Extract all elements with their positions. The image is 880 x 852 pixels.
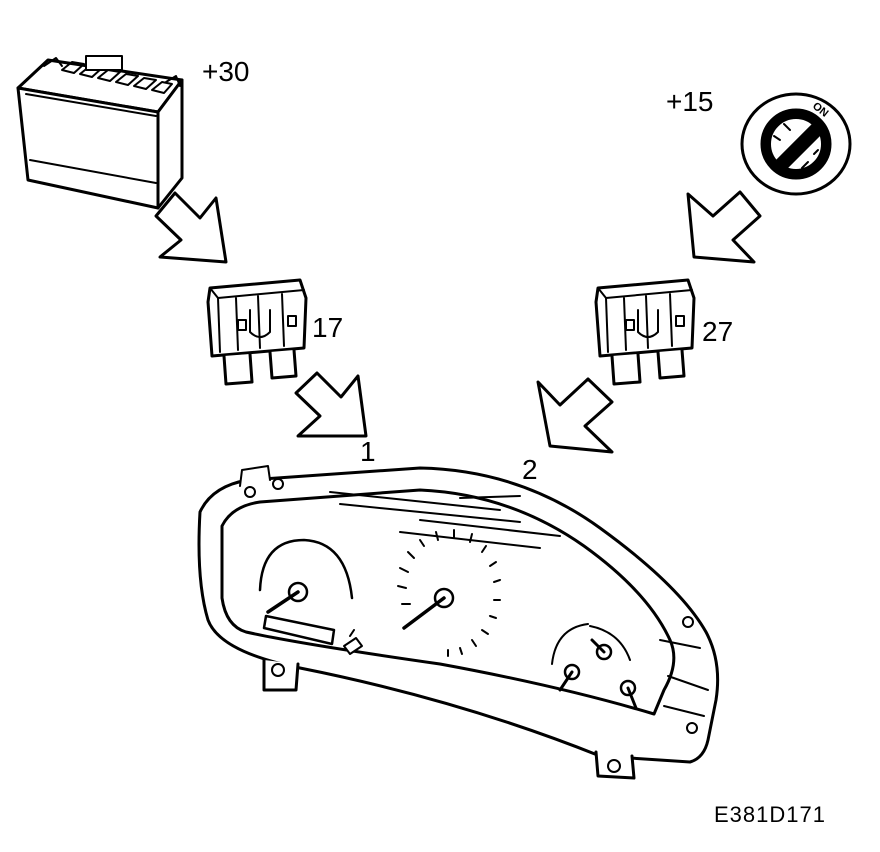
fuse-17-icon (206, 278, 308, 386)
fuse-17-label: 17 (312, 312, 344, 343)
battery-icon (16, 55, 184, 210)
arrow-ignition-to-fuse27 (686, 190, 762, 264)
figure-code: E381D171 (714, 802, 826, 827)
ignition-switch-icon (740, 92, 852, 196)
pin-2-label: 2 (522, 454, 538, 485)
fuse-27-label: 27 (702, 316, 734, 347)
pin-1-label: 1 (360, 436, 376, 467)
arrow-battery-to-fuse17 (154, 191, 228, 264)
arrow-fuse27-to-pin2 (536, 377, 614, 454)
battery-terminal-label: +30 (202, 56, 250, 87)
arrow-fuse17-to-pin1 (294, 371, 368, 438)
fuse-27-icon (594, 278, 696, 386)
instrument-cluster-icon (197, 465, 720, 780)
ignition-terminal-label: +15 (666, 86, 714, 117)
